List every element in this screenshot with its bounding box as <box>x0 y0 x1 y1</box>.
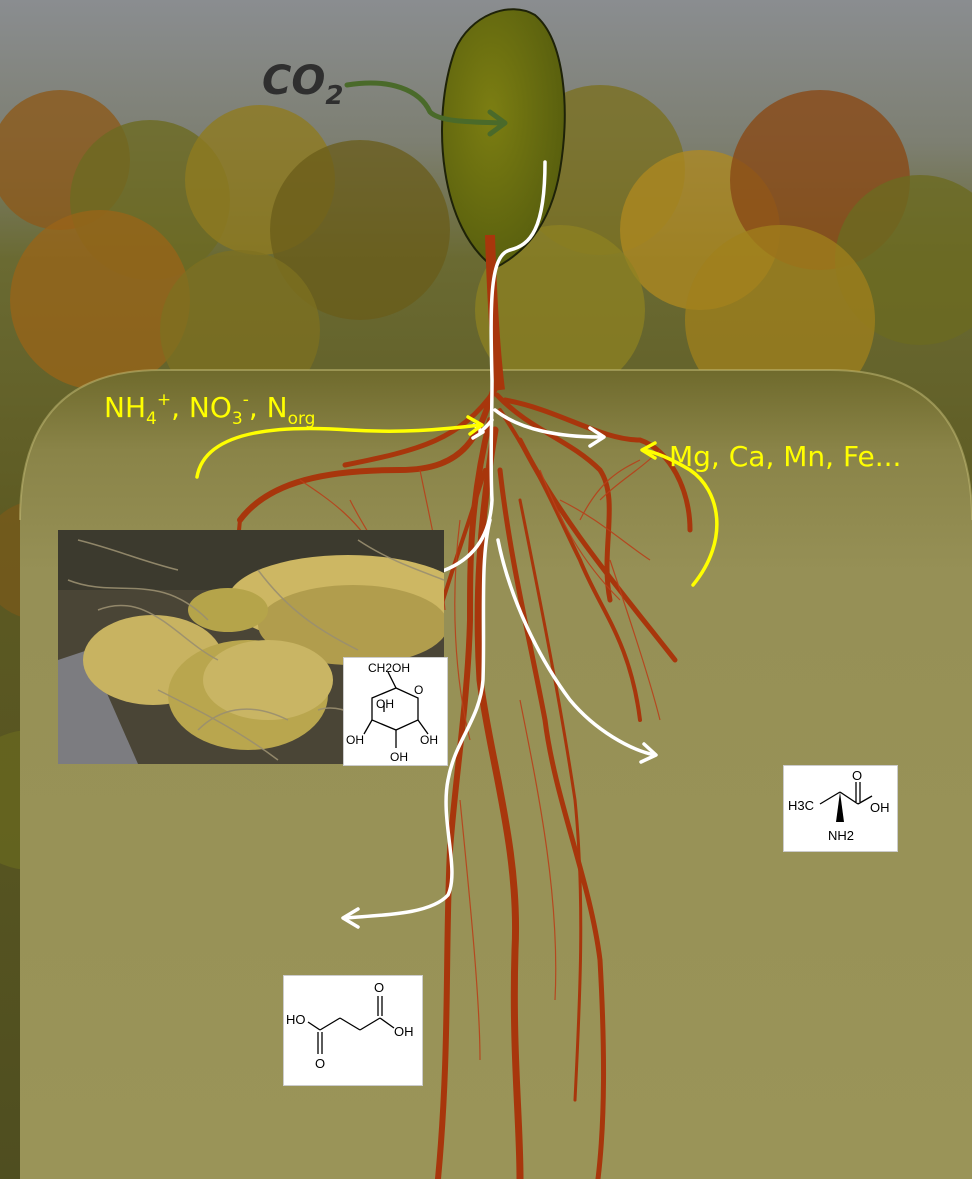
glucose-oh-4: OH <box>390 750 408 764</box>
glucose-oh-1: OH <box>376 697 394 711</box>
succinic-ho: HO <box>286 1012 306 1027</box>
alanine-nh2: NH2 <box>828 828 854 843</box>
glucose-oh-2: OH <box>346 733 364 747</box>
nitrogen-sources-label: NH4+, NO3-, Norg <box>104 390 315 429</box>
succinic-oh: OH <box>394 1024 414 1039</box>
succinic-o-bottom: O <box>315 1056 325 1071</box>
glucose-structure: CH2OH O OH OH OH OH <box>343 657 448 766</box>
glucose-ring-o: O <box>414 683 423 697</box>
glucose-ch2oh: CH2OH <box>368 661 410 675</box>
co2-label: CO2 <box>262 58 343 111</box>
alanine-structure: H3C O OH NH2 <box>783 765 898 852</box>
alanine-h3c: H3C <box>788 798 814 813</box>
succinic-o-top: O <box>374 980 384 995</box>
alanine-o: O <box>852 768 862 783</box>
mineral-nutrients-label: Mg, Ca, Mn, Fe... <box>669 440 901 473</box>
glucose-oh-3: OH <box>420 733 438 747</box>
alanine-oh: OH <box>870 800 890 815</box>
succinic-acid-structure: HO OH O O <box>283 975 423 1086</box>
